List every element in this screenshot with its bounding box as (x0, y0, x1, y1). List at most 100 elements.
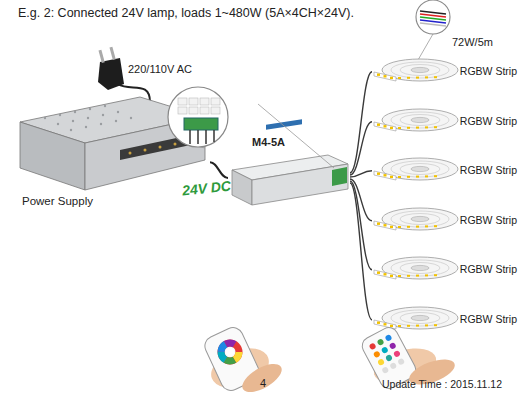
terminal-zoom-part-part (200, 98, 209, 105)
terminal-zoom-part-part (189, 130, 191, 144)
reel-ring (400, 263, 440, 274)
led-strip: RGBW Strip (372, 300, 520, 336)
power-supply-unit-part-part (89, 108, 91, 110)
led-chip (416, 127, 419, 129)
led-chip (416, 325, 419, 327)
power-supply-unit-part-part (74, 111, 76, 113)
led-chip (377, 322, 380, 324)
remote-buttons-part-part (384, 334, 392, 342)
remote-buttons-part-part (397, 358, 405, 366)
remote-color-wheel-part-part (221, 343, 239, 361)
led-chip (425, 76, 428, 78)
power-cable (210, 162, 228, 178)
led-strip-label: RGBW Strip (460, 115, 517, 127)
led-chip (407, 127, 410, 129)
power-supply-unit-part-part (85, 126, 87, 128)
strip-tail (374, 72, 396, 81)
reel-hub (411, 216, 429, 221)
reel-hub (411, 315, 429, 320)
led-chip (377, 223, 380, 225)
led-chip (390, 77, 393, 79)
led-chip (416, 176, 419, 178)
terminal-zoom-part (178, 98, 220, 114)
power-supply-unit-part-part (115, 120, 117, 122)
reel-ring (400, 164, 440, 175)
led-chip (416, 77, 419, 79)
voltage-label: 24V DC (181, 177, 231, 198)
led-chip (398, 77, 401, 79)
remote-buttons-part (369, 334, 406, 374)
reel-ring (391, 62, 449, 78)
power-supply-unit-part-part (87, 117, 89, 119)
remote-color-wheel-part-part (221, 343, 239, 361)
led-chip (425, 225, 428, 227)
reel-ring (400, 115, 440, 126)
reel-ring (391, 112, 449, 128)
power-supply-unit-part-part (144, 149, 147, 152)
strip-tail (374, 320, 396, 329)
remote-buttons-part-part (389, 342, 397, 350)
led-chip (377, 173, 380, 175)
page-number: 4 (260, 377, 266, 389)
terminal-zoom (168, 87, 228, 148)
power-supply: Power Supply (18, 95, 210, 207)
led-chip (390, 275, 393, 277)
remote-color-wheel-part (238, 358, 286, 397)
power-supply-unit-part-part (70, 129, 72, 131)
led-chip (407, 325, 410, 327)
led-strip: RGBW Strip (372, 52, 520, 88)
led-chip (384, 75, 387, 77)
remote-color-wheel-part-part (221, 343, 239, 361)
power-supply-label: Power Supply (22, 195, 93, 207)
terminal-zoom-part-part (178, 107, 187, 114)
led-chip (416, 226, 419, 228)
diagram-title: E.g. 2: Connected 24V lamp, loads 1~480W… (18, 6, 354, 20)
reel-ring (400, 214, 440, 225)
terminal-zoom-part-part (211, 98, 220, 105)
led-chip (407, 275, 410, 277)
led-strip: RGBW Strip (372, 102, 520, 138)
led-strip-label: RGBW Strip (460, 313, 517, 325)
led-strip: RGBW Strip (372, 250, 520, 286)
terminal-zoom-part-part (205, 130, 207, 144)
remote-buttons-part-part (373, 350, 381, 358)
power-supply-unit-part-part (104, 105, 106, 107)
strip-reels (374, 59, 458, 329)
led-chip (398, 275, 401, 277)
reel-ring (391, 161, 449, 177)
power-supply-unit-part-part (174, 143, 177, 146)
reel-hub (411, 67, 429, 72)
update-time-note: Update Time : 2015.11.12 (382, 378, 502, 390)
led-chip (398, 226, 401, 228)
reel-hub (411, 166, 429, 171)
power-cord-part (98, 50, 104, 63)
power-supply-unit-part-part (59, 114, 61, 116)
connector-zoom-part-part (420, 23, 446, 26)
led-strip-label: RGBW Strip (460, 164, 517, 176)
led-chip (384, 323, 387, 325)
led-chip (425, 175, 428, 177)
led-chip (390, 176, 393, 178)
output-wire (350, 122, 372, 175)
controller-box-part (266, 119, 302, 130)
reel-ring (391, 211, 449, 227)
led-chip (398, 127, 401, 129)
led-chip (434, 76, 437, 78)
led-chip (434, 126, 437, 128)
led-strip-label: RGBW Strip (460, 214, 517, 226)
controller-box (232, 119, 348, 205)
output-wire (350, 72, 372, 173)
led-chip (407, 176, 410, 178)
connector-zoom-part-part (420, 11, 446, 14)
remote-color-wheel (202, 324, 286, 397)
led-chip (425, 324, 428, 326)
controller-box-part (232, 170, 252, 205)
reel-ring (400, 65, 440, 76)
led-chip (377, 74, 380, 76)
power-supply-unit-part-part (72, 120, 74, 122)
led-strip-label: RGBW Strip (460, 263, 517, 275)
terminal-zoom-part-part (189, 98, 198, 105)
reel-ring (391, 260, 449, 276)
led-chip (377, 272, 380, 274)
